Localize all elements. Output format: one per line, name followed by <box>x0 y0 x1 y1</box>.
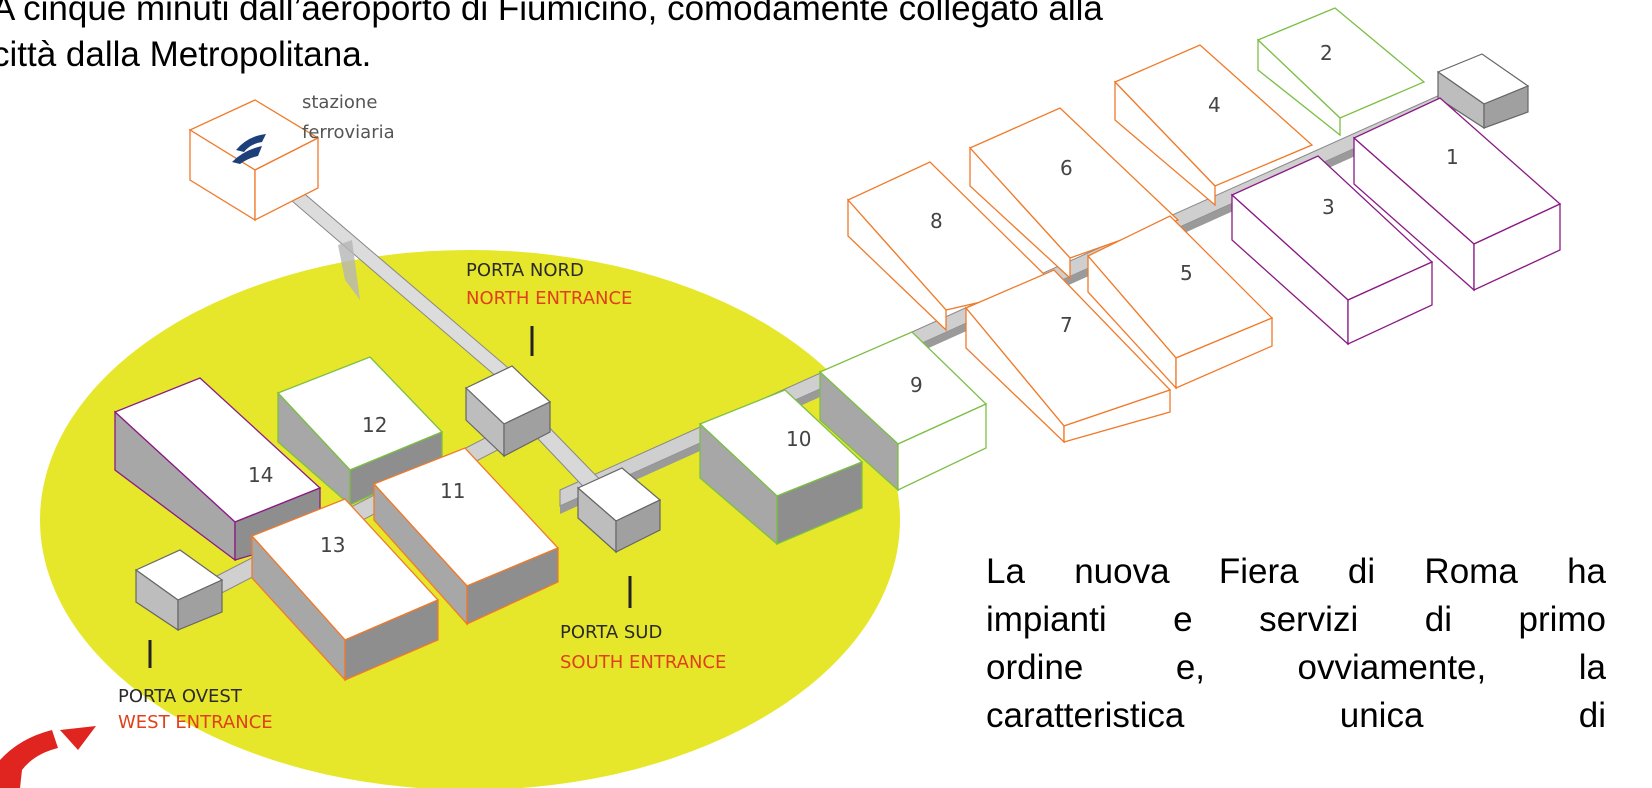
west-gate-label-en: WEST ENTRANCE <box>118 712 273 733</box>
description-line-3: ordine e, ovviamente, la <box>986 648 1606 687</box>
hall-13[interactable]: 13 <box>250 498 440 682</box>
fs-logo-icon <box>232 134 266 164</box>
hall-11-number: 11 <box>440 479 465 503</box>
hall-3[interactable]: 3 <box>1230 155 1434 346</box>
fiera-logo-partial-icon <box>0 726 96 788</box>
station-building: stazione ferroviaria <box>188 92 395 222</box>
intro-line: A cinque minuti dall’aeroporto di Fiumic… <box>0 0 1103 74</box>
south-gate-block <box>576 467 662 554</box>
hall-8[interactable]: 8 <box>846 161 1057 332</box>
hall-2[interactable]: 2 <box>1256 7 1426 137</box>
hall-1-number: 1 <box>1446 145 1459 169</box>
west-gate-block <box>134 549 224 632</box>
station-label-line2: ferroviaria <box>302 122 395 143</box>
description-line-1: La nuova Fiera di Roma ha <box>986 552 1606 591</box>
hall-14-number: 14 <box>248 463 273 487</box>
west-gate-label-it: PORTA OVEST <box>118 686 243 707</box>
hall-4-number: 4 <box>1208 93 1221 117</box>
hall-4[interactable]: 4 <box>1113 44 1314 207</box>
station-label-line1: stazione <box>302 92 377 113</box>
hall-10[interactable]: 10 <box>698 389 864 546</box>
hall-9-number: 9 <box>910 373 923 397</box>
intro-text: A cinque minuti dall’aeroporto di Fiumic… <box>0 0 1172 78</box>
description-text: La nuova Fiera di Roma ha impianti e ser… <box>986 548 1606 740</box>
east-end-block <box>1436 53 1530 130</box>
hall-3-number: 3 <box>1322 195 1335 219</box>
hall-11[interactable]: 11 <box>372 447 560 626</box>
north-gate-label-en: NORTH ENTRANCE <box>466 288 632 309</box>
hall-13-number: 13 <box>320 533 345 557</box>
hall-14[interactable]: 14 <box>113 377 322 562</box>
hall-6-number: 6 <box>1060 156 1073 180</box>
description-line-4: caratteristica unica di <box>986 696 1606 735</box>
hall-5[interactable]: 5 <box>1086 215 1274 390</box>
hall-6[interactable]: 6 <box>968 107 1180 280</box>
description-line-2: impianti e servizi di primo <box>986 600 1606 639</box>
hall-8-number: 8 <box>930 209 943 233</box>
north-gate-block <box>464 365 552 458</box>
hall-2-number: 2 <box>1320 41 1333 65</box>
north-gate-label-it: PORTA NORD <box>466 260 584 281</box>
hall-7[interactable]: 7 <box>964 269 1172 444</box>
hall-5-number: 5 <box>1180 261 1193 285</box>
hall-7-number: 7 <box>1060 313 1073 337</box>
south-gate-label-en: SOUTH ENTRANCE <box>560 652 726 673</box>
south-gate-label-it: PORTA SUD <box>560 622 662 643</box>
hall-10-number: 10 <box>786 427 811 451</box>
hall-9[interactable]: 9 <box>818 331 988 492</box>
hall-1[interactable]: 1 <box>1352 97 1562 292</box>
hall-12[interactable]: 12 <box>276 356 444 507</box>
hall-12-number: 12 <box>362 413 387 437</box>
